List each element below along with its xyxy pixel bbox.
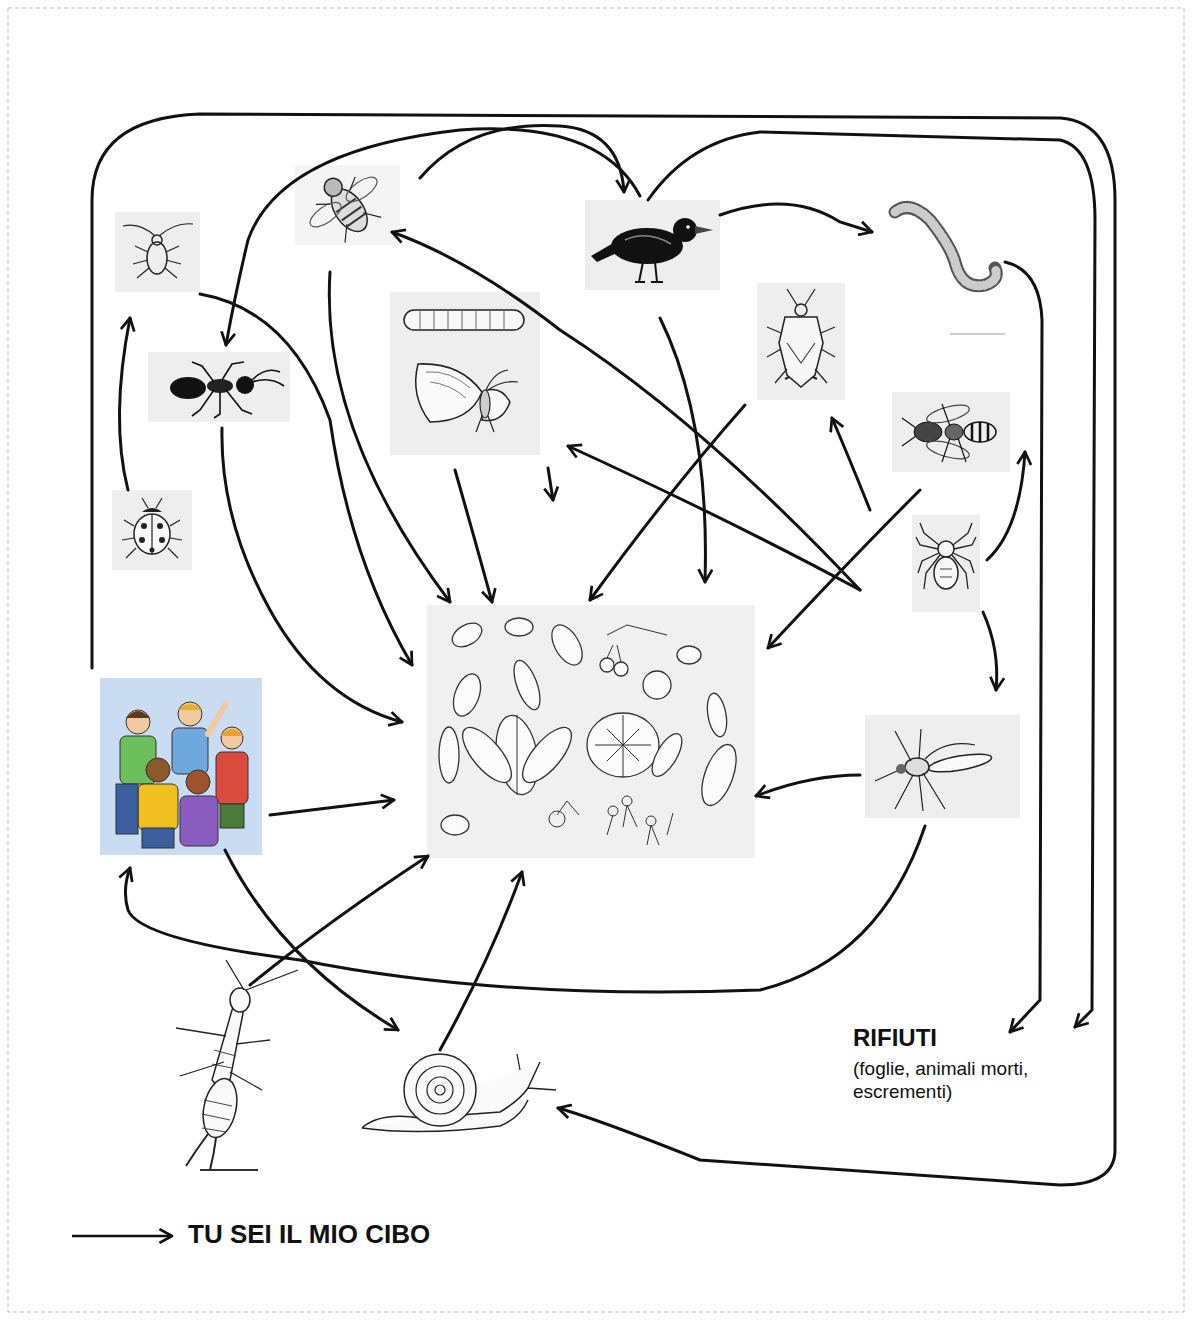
children-picture <box>100 678 262 855</box>
plants-picture <box>427 605 755 858</box>
ant-picture <box>148 352 290 422</box>
waste-heading: RIFIUTI <box>853 1024 1083 1053</box>
blackbird-picture <box>585 200 720 290</box>
snail-picture <box>362 1054 556 1132</box>
shield-bug-picture <box>757 283 845 400</box>
waste-description: (foglie, animali morti, escrementi) <box>853 1058 1083 1104</box>
waste-description-wrap: (foglie, animali morti, escrementi) <box>853 1058 1083 1104</box>
food-arrows <box>92 114 1115 1185</box>
wasp-picture <box>892 392 1010 472</box>
ladybug-picture <box>112 490 192 570</box>
legend-text: TU SEI IL MIO CIBO <box>188 1219 430 1249</box>
earwig-picture <box>176 960 298 1170</box>
legend-entry: TU SEI IL MIO CIBO <box>188 1219 430 1250</box>
bug-picture <box>115 212 200 292</box>
waste-heading-wrap: RIFIUTI <box>853 1024 1083 1053</box>
page-border <box>8 8 1184 1312</box>
caterpillar-butterfly-picture <box>390 292 540 455</box>
legend-arrow <box>72 1235 172 1238</box>
mosquito-picture <box>865 715 1020 818</box>
spider-picture <box>912 515 980 612</box>
worm-picture <box>895 208 1005 335</box>
